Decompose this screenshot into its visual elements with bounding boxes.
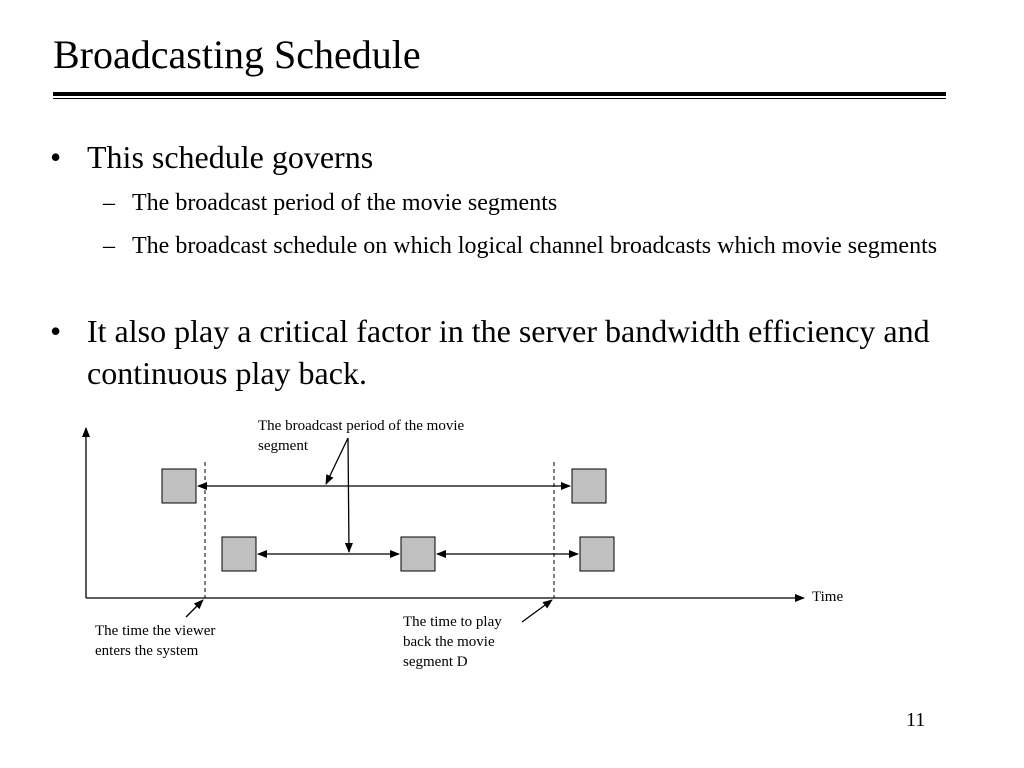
sub-bullet-text-1: The broadcast period of the movie segmen… — [132, 190, 558, 216]
title-rule-thin — [53, 98, 946, 99]
bullet-item-2: • It also play a critical factor in the … — [50, 310, 990, 394]
period-label-line2: segment — [258, 438, 308, 454]
segment-box-row2-3 — [579, 536, 615, 572]
sub-bullet-item-1: – The broadcast period of the movie segm… — [103, 186, 973, 221]
segment-box-row1-right — [571, 468, 607, 504]
dash-icon: – — [103, 233, 115, 259]
sub-bullet-text-2: The broadcast schedule on which logical … — [132, 233, 938, 259]
playback-label-line1: The time to play — [403, 614, 502, 630]
segment-box-row2-1 — [221, 536, 257, 572]
bullet-item-1: • This schedule governs — [50, 136, 990, 178]
viewer-label-line1: The time the viewer — [95, 623, 216, 639]
period-callout-pointer-2 — [344, 437, 353, 553]
title-rule-thick — [53, 92, 946, 96]
viewer-callout-pointer — [185, 599, 204, 618]
segment-box-row2-2 — [400, 536, 436, 572]
playback-label-line3: segment D — [403, 654, 468, 670]
period-callout-pointer-1 — [325, 437, 349, 485]
bullet-text-2: It also play a critical factor in the se… — [87, 313, 930, 391]
dash-icon: – — [103, 190, 115, 216]
bullet-text-1: This schedule governs — [87, 139, 374, 175]
sub-bullet-item-2: – The broadcast schedule on which logica… — [103, 229, 973, 264]
time-axis-label: Time — [812, 589, 844, 605]
page-number: 11 — [906, 709, 926, 731]
viewer-label-line2: enters the system — [95, 643, 199, 659]
bullet-icon: • — [50, 139, 62, 175]
segment-box-row1-left — [161, 468, 197, 504]
bullet-icon: • — [50, 313, 62, 349]
slide-title: Broadcasting Schedule — [53, 32, 421, 77]
period-label-line1: The broadcast period of the movie — [258, 418, 465, 434]
playback-callout-pointer — [521, 599, 553, 623]
playback-label-line2: back the movie — [403, 634, 495, 650]
